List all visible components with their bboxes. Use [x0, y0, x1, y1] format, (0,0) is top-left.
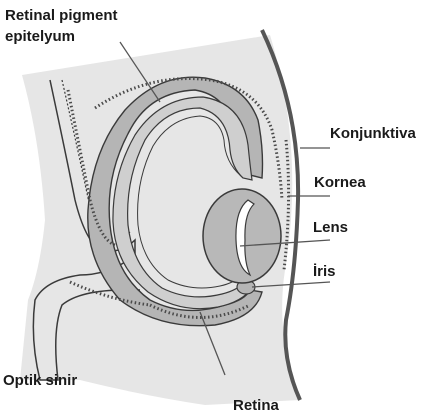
label-konjunktiva: Konjunktiva — [330, 125, 416, 142]
label-lens: Lens — [313, 219, 348, 236]
label-retinal-pigment-line1: Retinal pigment — [5, 7, 118, 24]
label-kornea: Kornea — [314, 174, 366, 191]
label-optik-sinir: Optik sinir — [3, 372, 77, 389]
label-retinal-pigment-line2: epitelyum — [5, 28, 75, 45]
label-retina: Retina — [233, 397, 280, 414]
label-iris: İris — [313, 263, 336, 280]
